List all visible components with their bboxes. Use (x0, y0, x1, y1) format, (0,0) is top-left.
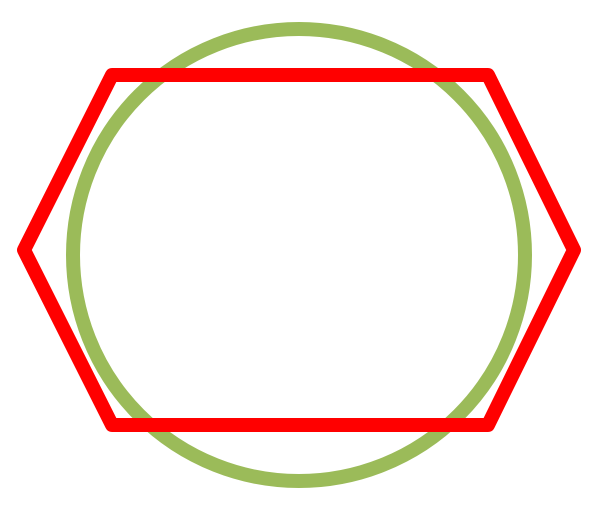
green-circle (66, 22, 532, 488)
red-hexagon (17, 68, 581, 432)
